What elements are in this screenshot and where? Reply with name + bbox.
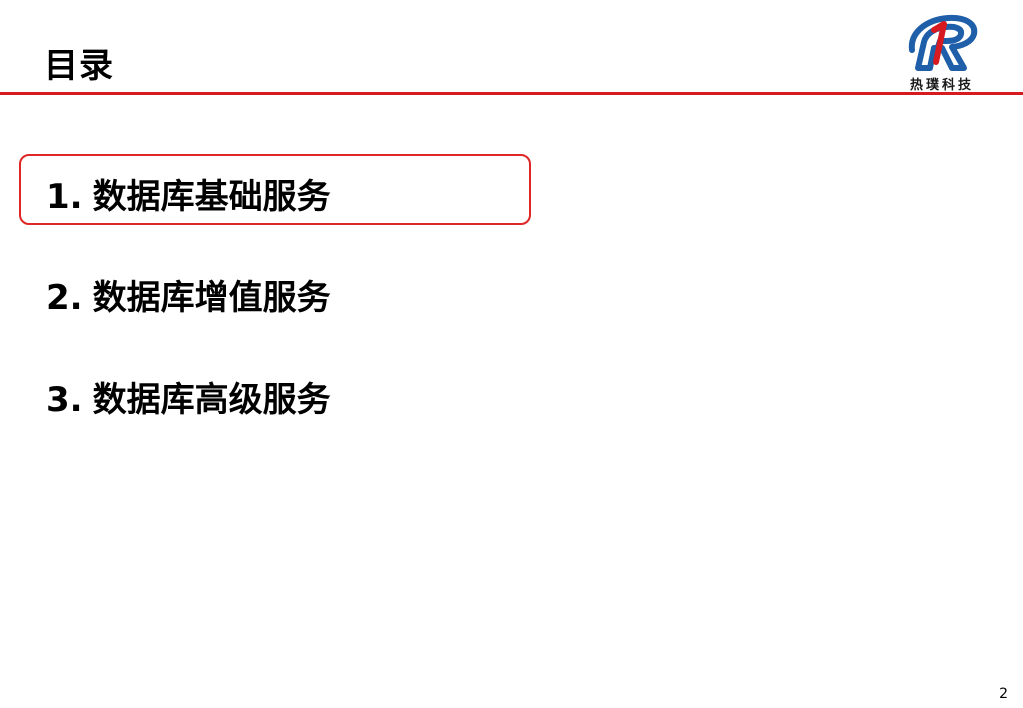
company-logo: 热璞科技 [896,8,988,93]
toc-item-label: 数据库增值服务 [92,278,331,318]
page-number: 2 [999,686,1008,702]
toc-item-label: 数据库高级服务 [92,380,331,420]
current-section-highlight [19,154,531,225]
toc-item-1[interactable]: 1.数据库基础服务 [46,175,331,219]
toc-item-2[interactable]: 2.数据库增值服务 [46,276,331,320]
company-logo-icon [908,14,978,71]
title-divider [0,92,1023,95]
slide-title: 目录 [44,46,114,86]
toc-item-label: 数据库基础服务 [92,177,331,217]
toc-item-number: 1. [46,177,83,217]
toc-item-3[interactable]: 3.数据库高级服务 [46,378,331,422]
toc-item-number: 3. [46,380,83,420]
logo-text: 热璞科技 [909,78,974,93]
toc-item-number: 2. [46,278,83,318]
